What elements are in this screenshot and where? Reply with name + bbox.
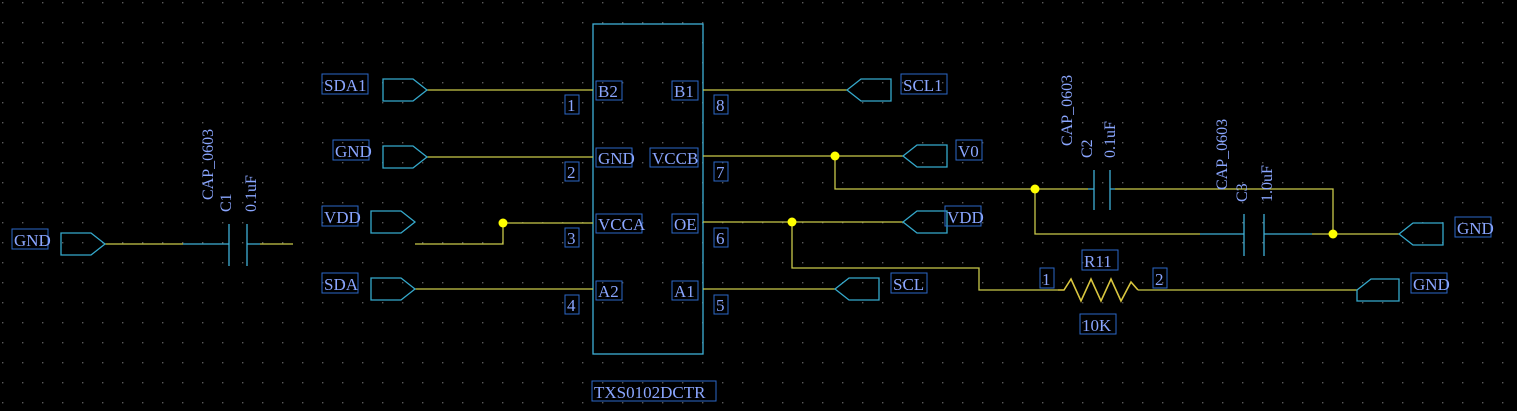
c3-footprint: CAP_0603 [1214, 119, 1231, 190]
ic-pin-num-8: 8 [716, 96, 725, 115]
net-label-gnd-left: GND [335, 142, 372, 161]
junction-dot [787, 217, 797, 227]
ic-pin-name-b1: B1 [674, 82, 694, 101]
c1-value: 0.1uF [243, 175, 260, 212]
net-label-vdd-right: VDD [947, 208, 984, 227]
ic-pin-num-4: 4 [567, 296, 576, 315]
c2-footprint: CAP_0603 [1059, 75, 1076, 146]
ic-pin-name-a1: A1 [674, 282, 695, 301]
net-label-sda: SDA [324, 275, 359, 294]
ic-pin-num-2: 2 [567, 163, 576, 182]
ic-pin-name-vccb: VCCB [652, 149, 698, 168]
c2-ref: C2 [1079, 139, 1096, 158]
net-port-scl [833, 277, 880, 301]
net-port-sda1 [382, 78, 429, 102]
junctions [498, 151, 1338, 239]
c1-ref: C1 [218, 193, 235, 212]
c2-value: 0.1uF [1102, 121, 1119, 158]
ic-txs0102[interactable]: B2 GND VCCA A2 B1 VCCB OE A1 1 2 3 4 8 7… [564, 23, 729, 402]
net-port-sda [370, 277, 417, 301]
c3-ref: C3 [1234, 183, 1251, 202]
net-label-scl1: SCL1 [903, 76, 943, 95]
ic-pin-num-7: 7 [716, 163, 725, 182]
capacitor-c3[interactable]: CAP_0603 C3 1.0uF [1200, 119, 1312, 256]
ic-part-name: TXS0102DCTR [594, 383, 706, 402]
r11-value: 10K [1082, 316, 1112, 335]
capacitor-c1[interactable]: CAP_0603 C1 0.1uF [183, 129, 260, 266]
net-port-v0 [901, 144, 948, 168]
net-port-gnd-left [382, 145, 429, 169]
c1-footprint: CAP_0603 [200, 129, 217, 200]
net-label-gnd-c3: GND [1457, 219, 1494, 238]
net-label-gnd-r11: GND [1413, 275, 1450, 294]
ic-pin-num-6: 6 [716, 229, 725, 248]
r11-ref: R11 [1084, 252, 1112, 271]
net-label-v0: V0 [958, 142, 979, 161]
capacitor-c2[interactable]: CAP_0603 C2 0.1uF [1059, 75, 1119, 210]
net-label-scl: SCL [893, 275, 924, 294]
wires [105, 89, 1399, 291]
c3-value: 1.0uF [1259, 165, 1276, 202]
ic-body[interactable] [592, 23, 704, 355]
net-label-vdd-left: VDD [324, 208, 361, 227]
net-port-scl1 [845, 78, 892, 102]
junction-dot [1030, 184, 1040, 194]
ic-pin-num-3: 3 [567, 229, 576, 248]
ic-pin-name-vcca: VCCA [598, 215, 646, 234]
r11-pin2-num: 2 [1155, 270, 1164, 289]
net-label-gnd-c1: GND [14, 231, 51, 250]
resistor-r11[interactable]: R11 10K 1 2 [1039, 249, 1168, 335]
ic-pin-name-oe: OE [674, 215, 697, 234]
net-label-sda1: SDA1 [324, 76, 367, 95]
net-port-vdd-left [370, 210, 417, 234]
r11-pin1-num: 1 [1042, 270, 1051, 289]
ic-pin-name-gnd: GND [598, 149, 635, 168]
net-port-vdd-right [901, 210, 948, 234]
junction-dot [1328, 229, 1338, 239]
junction-dot [830, 151, 840, 161]
ic-pin-num-1: 1 [567, 96, 576, 115]
ic-pin-num-5: 5 [716, 296, 725, 315]
net-port-gnd-r11 [1356, 278, 1400, 302]
net-port-gnd-c1 [60, 232, 107, 256]
junction-dot [498, 218, 508, 228]
ic-pin-name-b2: B2 [598, 82, 618, 101]
net-port-gnd-c3 [1397, 222, 1444, 246]
ports[interactable]: SDA1 GND VDD SDA GND SCL1 V0 VDD SCL GND… [11, 73, 1494, 302]
ic-pin-name-a2: A2 [598, 282, 619, 301]
